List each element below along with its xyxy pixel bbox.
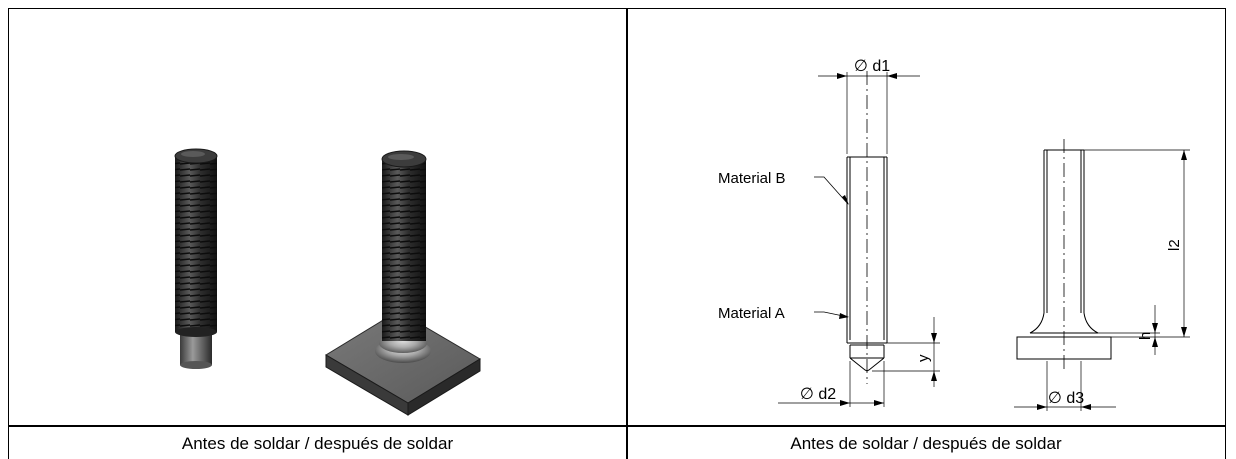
dimension-d3 (1014, 361, 1116, 411)
dimension-d2 (778, 361, 885, 407)
column-divider (626, 8, 628, 459)
table-frame (8, 8, 1226, 459)
stud-render-illustration (174, 148, 481, 416)
stud-photo-cell (10, 9, 625, 425)
stud-before-welding (174, 148, 218, 369)
stud-technical-drawing: ∅ d1 ∅ d2 ∅ d3 Material B Material A y h… (718, 58, 1190, 411)
label-y: y (915, 354, 932, 362)
dimension-d1 (818, 72, 920, 154)
stud-drawing-cell: ∅ d1 ∅ d2 ∅ d3 Material B Material A y h… (628, 9, 1224, 425)
dimension-l2 (1084, 149, 1190, 337)
drawing-stud-after (1016, 139, 1112, 369)
label-material-a: Material A (718, 305, 785, 322)
drawing-stud-before (846, 71, 888, 384)
label-d1: ∅ d1 (854, 58, 890, 75)
material-leaders (814, 176, 849, 319)
stud-after-welding (325, 150, 481, 416)
label-l2: l2 (1166, 239, 1183, 251)
right-caption: Antes de soldar / después de soldar (790, 434, 1062, 453)
dimension-y (872, 317, 940, 387)
dimension-h (1098, 305, 1190, 355)
label-d2: ∅ d2 (800, 386, 836, 403)
label-material-b: Material B (718, 170, 786, 187)
label-d3: ∅ d3 (1048, 390, 1084, 407)
left-caption: Antes de soldar / después de soldar (181, 434, 454, 453)
label-h: h (1137, 332, 1154, 340)
caption-divider (8, 425, 1226, 427)
